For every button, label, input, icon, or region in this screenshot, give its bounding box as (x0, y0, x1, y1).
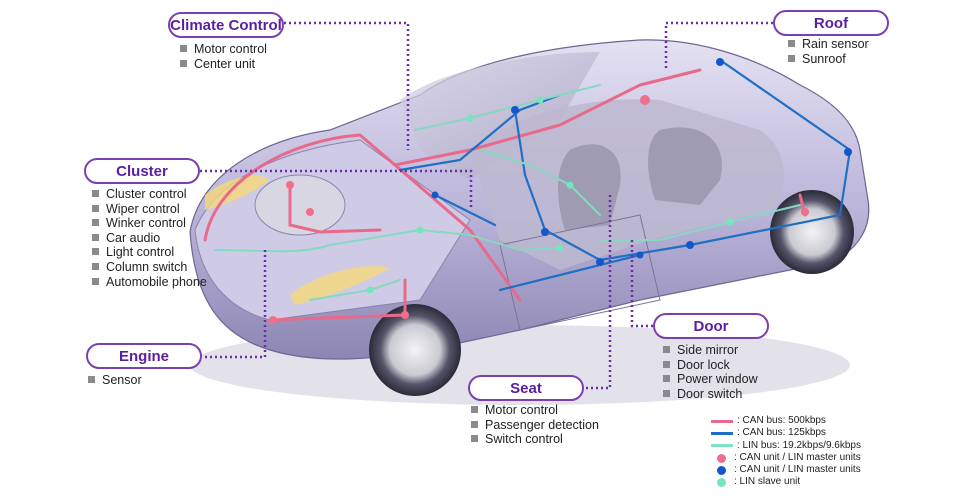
roof-title: Roof (773, 10, 889, 36)
cluster-list: Cluster control Wiper control Winker con… (92, 187, 207, 289)
legend-can-unit-pink-label: : CAN unit / LIN master units (734, 452, 861, 464)
legend: : CAN bus: 500kbps : CAN bus: 125kbps : … (711, 415, 861, 489)
cluster-item-automobile-phone: Automobile phone (92, 275, 207, 290)
legend-can-125-label: : CAN bus: 125kbps (737, 427, 826, 439)
cluster-item-light-control: Light control (92, 245, 207, 260)
roof-list: Rain sensor Sunroof (788, 37, 869, 66)
cluster-item-winker-control: Winker control (92, 216, 207, 231)
door-item-door-switch: Door switch (663, 387, 758, 402)
climate-item-motor: Motor control (180, 42, 267, 57)
legend-can-500: : CAN bus: 500kbps (711, 415, 861, 427)
legend-can-125: : CAN bus: 125kbps (711, 427, 861, 439)
roof-item-sunroof: Sunroof (788, 52, 869, 67)
climate-control-list: Motor control Center unit (180, 42, 267, 71)
seat-item-switch-control: Switch control (471, 432, 599, 447)
front-wheel (369, 304, 461, 396)
cluster-item-cluster-control: Cluster control (92, 187, 207, 202)
door-item-power-window: Power window (663, 372, 758, 387)
door-list: Side mirror Door lock Power window Door … (663, 343, 758, 401)
door-item-side-mirror: Side mirror (663, 343, 758, 358)
cluster-item-column-switch: Column switch (92, 260, 207, 275)
seat-title: Seat (468, 375, 584, 401)
legend-lin-bus-swatch (711, 444, 733, 447)
door-title: Door (653, 313, 769, 339)
engine-item-sensor: Sensor (88, 373, 142, 388)
legend-can-125-swatch (711, 432, 733, 435)
legend-blue-dot-icon (717, 466, 726, 475)
legend-can-unit-blue-label: : CAN unit / LIN master units (734, 464, 861, 476)
legend-lin-slave: : LIN slave unit (711, 476, 861, 488)
seat-item-passenger-detection: Passenger detection (471, 418, 599, 433)
climate-item-center-unit: Center unit (180, 57, 267, 72)
cluster-title: Cluster (84, 158, 200, 184)
cluster-item-car-audio: Car audio (92, 231, 207, 246)
seat-item-motor-control: Motor control (471, 403, 599, 418)
legend-can-unit-pink: : CAN unit / LIN master units (711, 452, 861, 464)
legend-can-500-swatch (711, 420, 733, 423)
engine-list: Sensor (88, 373, 142, 388)
engine-title: Engine (86, 343, 202, 369)
legend-lin-bus-label: : LIN bus: 19.2kbps/9.6kbps (737, 440, 861, 452)
climate-control-title: Climate Control (168, 12, 284, 38)
legend-mint-dot-icon (717, 478, 726, 487)
legend-lin-slave-label: : LIN slave unit (734, 476, 800, 488)
roof-item-rain-sensor: Rain sensor (788, 37, 869, 52)
legend-can-unit-blue: : CAN unit / LIN master units (711, 464, 861, 476)
cluster-item-wiper-control: Wiper control (92, 202, 207, 217)
seat-list: Motor control Passenger detection Switch… (471, 403, 599, 447)
legend-lin-bus: : LIN bus: 19.2kbps/9.6kbps (711, 440, 861, 452)
legend-pink-dot-icon (717, 454, 726, 463)
legend-can-500-label: : CAN bus: 500kbps (737, 415, 826, 427)
door-item-door-lock: Door lock (663, 358, 758, 373)
